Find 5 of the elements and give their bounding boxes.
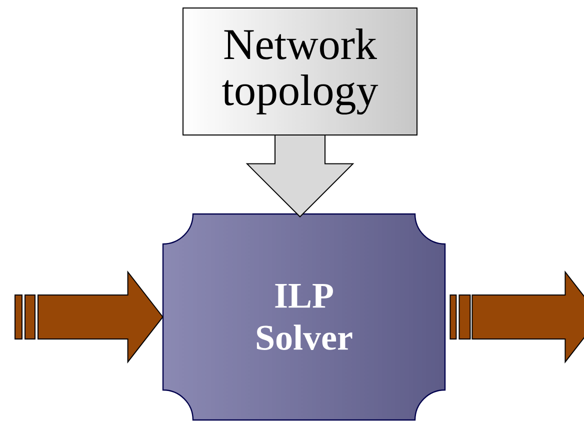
process-box: ILP Solver xyxy=(162,213,446,421)
block-arrow xyxy=(450,270,584,364)
block-arrow xyxy=(246,135,354,218)
callout-box: Network topology xyxy=(182,8,418,136)
block-arrow xyxy=(14,270,164,364)
